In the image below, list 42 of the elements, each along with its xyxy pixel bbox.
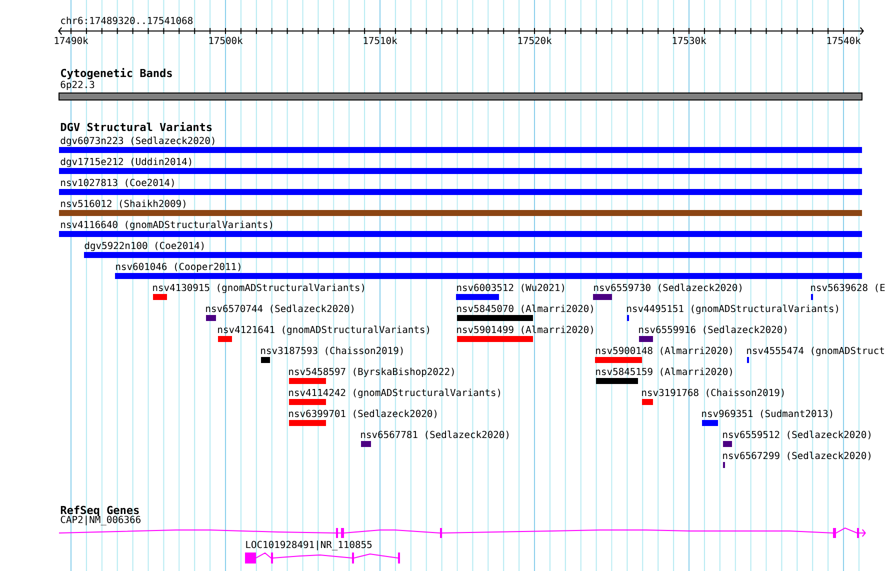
variant-label: nsv6559916 (Sedlazeck2020) [639, 326, 786, 334]
variant-label: nsv1027813 (Coe2014) [61, 178, 174, 188]
variant-label: nsv5845070 (Almarri2020) [457, 304, 593, 314]
gene-label: LOC101928491|NR_110855 [246, 540, 372, 550]
variant-label: nsv4495151 (gnomADStructuralVariants) [627, 304, 838, 314]
track-title: DGV Structural Variants [60, 122, 212, 132]
variant-label: nsv4130915 (gnomADStructuralVariants) [153, 284, 364, 294]
variant-label: nsv969351 (Sudmant2013) [702, 410, 832, 418]
variant-label: dgv6073n223 (Sedlazeck2020) [60, 136, 214, 146]
variant-label: nsv3191768 (Chaisson2019) [642, 388, 784, 398]
tick-label: 17500k [209, 36, 243, 44]
tick-label: 17490k [54, 36, 88, 44]
variant-label: nsv6559512 (Sedlazeck2020) [723, 430, 870, 440]
variant-label: nsv516012 (Shaikh2009) [61, 200, 186, 208]
variant-label: nsv6567299 (Sedlazeck2020) [723, 452, 870, 460]
band-label: 6p22.3 [60, 80, 94, 90]
variant-label: nsv5901499 (Almarri2020) [457, 326, 593, 334]
tick-label: 17520k [518, 36, 552, 44]
variant-label: nsv6559730 (Sedlazeck2020) [594, 284, 742, 292]
variant-label: nsv5458597 (ByrskaBishop2022) [289, 368, 454, 377]
variant-label: nsv4114242 (gnomADStructuralVariants) [289, 388, 500, 398]
variant-label: nsv6003512 (Wu2021) [457, 284, 564, 292]
variant-label: nsv5900148 (Almarri2020) [596, 346, 732, 356]
variant-label: nsv6399701 (Sedlazeck2020) [289, 410, 436, 418]
tick-label: 17530k [672, 36, 706, 44]
variant-label: nsv4116640 (gnomADStructuralVariants) [61, 220, 272, 230]
track-title: Cytogenetic Bands [61, 68, 172, 80]
variant-label: nsv6567781 (Sedlazeck2020) [361, 430, 508, 440]
variant-label: nsv5639628 (E [811, 284, 885, 292]
variant-label: nsv6570744 (Sedlazeck2020) [206, 304, 354, 314]
variant-label: dgv5922n100 (Coe2014) [84, 242, 204, 252]
variant-label: nsv4555474 (gnomADStruct [747, 346, 884, 356]
gene-label: CAP2|NM_006366 [60, 516, 140, 526]
tick-label: 17540k [827, 36, 861, 44]
track-title: RefSeq Genes [60, 506, 139, 516]
variant-label: nsv5845159 (Almarri2020) [596, 368, 732, 376]
coordinate-range: chr6:17489320..17541068 [61, 16, 192, 24]
variant-label: nsv3187593 (Chaisson2019) [261, 346, 403, 356]
variant-label: nsv4121641 (gnomADStructuralVariants) [218, 326, 430, 336]
tick-label: 17510k [364, 36, 398, 44]
variant-label: nsv601046 (Cooper2011) [116, 262, 240, 272]
variant-label: dgv1715e212 (Uddin2014) [60, 158, 192, 168]
